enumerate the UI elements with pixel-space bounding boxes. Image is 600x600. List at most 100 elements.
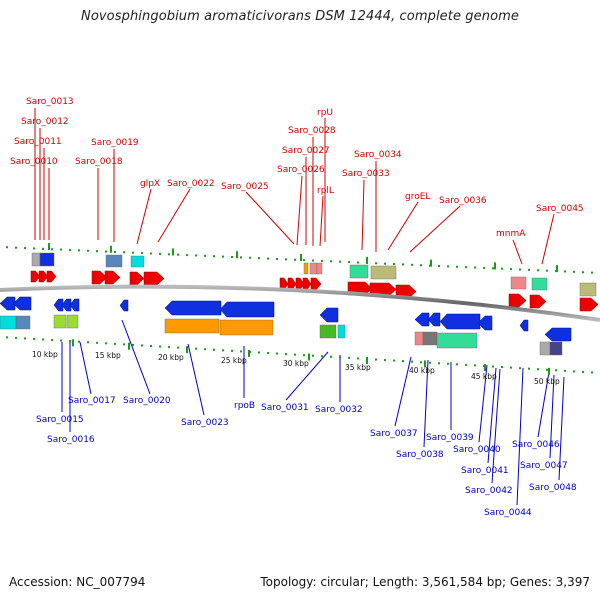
feature-block (510, 276, 527, 290)
tick-mark (150, 345, 152, 347)
reverse-gene (319, 307, 339, 323)
forward-gene (310, 277, 322, 291)
tick-mark (564, 270, 566, 273)
tick-mark (204, 254, 206, 257)
major-tick (300, 254, 302, 261)
reverse-gene (427, 312, 441, 327)
tick-mark (240, 350, 242, 353)
tick-mark (303, 354, 305, 357)
tick-mark (456, 265, 458, 268)
gene-label-bottom: Saro_0020 (123, 396, 171, 406)
tick-mark (213, 348, 215, 351)
gene-label-top: glpX (140, 179, 160, 189)
tick-mark (123, 251, 125, 254)
feature-block (219, 319, 274, 336)
gene-label-bottom: Saro_0023 (181, 418, 229, 428)
tick-mark (357, 357, 359, 360)
major-tick (430, 259, 432, 267)
scale-label: 15 kbp (95, 351, 121, 360)
tick-mark (204, 348, 206, 351)
tick-mark (267, 352, 269, 355)
gene-label-top: Saro_0034 (354, 150, 402, 160)
tick-mark (132, 251, 134, 254)
tick-mark (546, 269, 548, 272)
tick-mark (105, 250, 107, 253)
forward-gene (143, 271, 165, 286)
gene-label-bottom: Saro_0047 (520, 461, 568, 471)
tick-mark (159, 345, 161, 348)
reverse-gene (519, 319, 529, 332)
reverse-gene (61, 298, 72, 312)
leader-line (512, 239, 523, 265)
tick-mark (303, 259, 305, 262)
tick-mark (231, 349, 233, 352)
tick-mark (537, 368, 539, 371)
forward-gene (91, 270, 108, 285)
tick-mark (6, 336, 8, 339)
feature-block (579, 282, 597, 297)
scale-label: 10 kbp (32, 350, 58, 359)
tick-mark (285, 258, 287, 261)
leader-line (394, 356, 412, 427)
gene-label-top: rplL (317, 186, 334, 196)
scale-label: 25 kbp (221, 356, 247, 365)
tick-mark (78, 249, 80, 252)
tick-mark (474, 364, 476, 367)
tick-mark (537, 269, 539, 272)
gene-label-bottom: Saro_0037 (370, 429, 418, 439)
tick-mark (60, 248, 62, 251)
tick-mark (222, 255, 224, 258)
tick-mark (15, 246, 17, 249)
scale-label: 20 kbp (158, 353, 184, 362)
feature-block (349, 264, 369, 279)
tick-mark (114, 250, 116, 253)
leader-line (319, 195, 324, 247)
tick-mark (339, 356, 341, 359)
scale-label: 35 kbp (345, 363, 371, 372)
reverse-gene (439, 313, 481, 330)
tick-mark (78, 340, 80, 343)
major-tick (484, 364, 486, 372)
tick-mark (384, 359, 386, 362)
forward-gene (508, 293, 527, 308)
feature-block (53, 314, 67, 329)
gene-label-bottom: Saro_0039 (426, 433, 474, 443)
gene-label-top: mnmA (496, 229, 526, 239)
gene-label-bottom: Saro_0038 (396, 450, 444, 460)
tick-mark (222, 349, 224, 352)
leader-line (423, 359, 429, 448)
tick-mark (420, 361, 422, 364)
gene-label-bottom: Saro_0015 (36, 415, 84, 425)
tick-mark (51, 339, 53, 342)
feature-block (164, 318, 220, 334)
tick-mark (132, 343, 134, 346)
feature-block (436, 332, 478, 349)
tick-mark (528, 367, 530, 370)
tick-mark (276, 257, 278, 260)
major-tick (556, 265, 558, 273)
scale-label: 45 kbp (471, 372, 497, 381)
tick-mark (528, 268, 530, 271)
feature-block (130, 255, 145, 268)
leader-line (136, 188, 152, 245)
tick-mark (321, 259, 323, 262)
tick-mark (519, 268, 521, 271)
gene-label-bottom: Saro_0016 (47, 435, 95, 445)
tick-mark (294, 258, 296, 261)
leader-line (121, 319, 151, 395)
tick-mark (267, 257, 269, 260)
leader-line (187, 343, 205, 416)
tick-mark (195, 254, 197, 257)
gene-label-top: Saro_0025 (221, 182, 269, 192)
major-tick (366, 256, 368, 264)
gene-label-bottom: rpoB (234, 401, 255, 411)
gene-label-top: Saro_0019 (91, 138, 139, 148)
leader-line (387, 201, 419, 251)
scale-label: 50 kbp (534, 377, 560, 386)
forward-gene (104, 270, 121, 285)
tick-mark (60, 339, 62, 342)
tick-mark (231, 256, 233, 259)
feature-block (316, 262, 323, 275)
tick-mark (465, 266, 467, 269)
feature-block (0, 315, 17, 330)
